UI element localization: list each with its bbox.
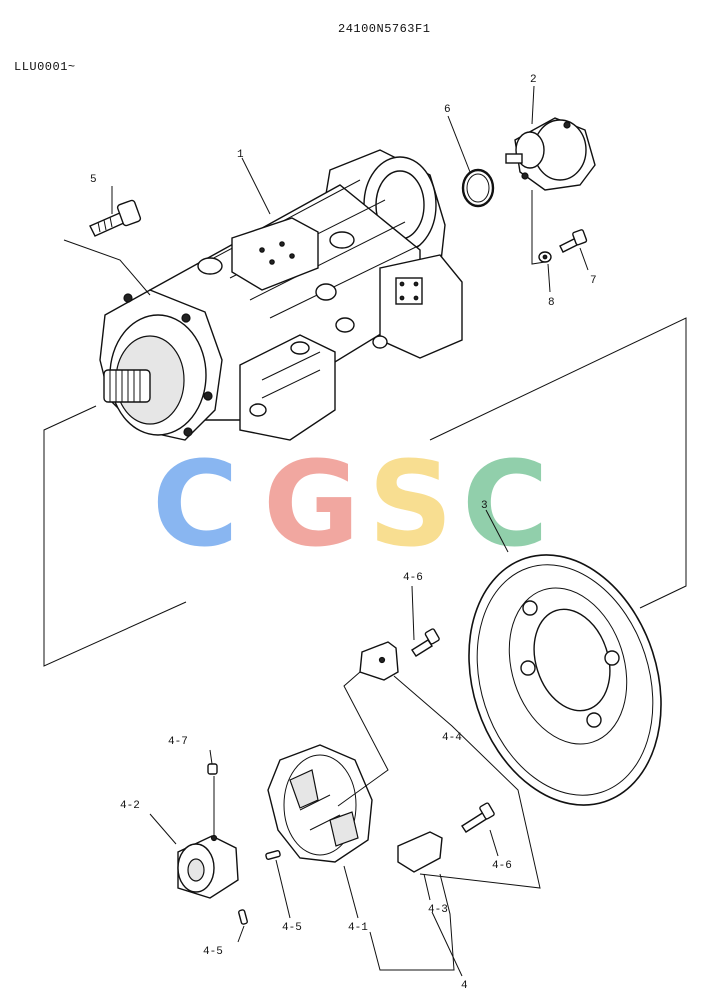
callout-2: 2 bbox=[530, 74, 537, 86]
callout-4-6-upper: 4-6 bbox=[403, 572, 423, 584]
group-bracket-right bbox=[429, 317, 687, 609]
leader-lines bbox=[63, 85, 589, 977]
watermark-letter-1: C bbox=[152, 435, 239, 573]
bolt-4-6-upper bbox=[411, 628, 440, 657]
pin-4-5-right bbox=[265, 850, 281, 860]
callout-4-4: 4-4 bbox=[442, 732, 462, 744]
coupling-hub bbox=[177, 834, 239, 899]
callout-4-6-lower: 4-6 bbox=[492, 860, 512, 872]
watermark-letter-2: G bbox=[263, 435, 360, 573]
callout-1: 1 bbox=[237, 149, 244, 161]
callout-7: 7 bbox=[590, 275, 597, 287]
bolt-5 bbox=[89, 199, 142, 237]
callout-4: 4 bbox=[461, 980, 468, 992]
callout-6: 6 bbox=[444, 104, 451, 116]
pin-4-5-left bbox=[238, 909, 248, 925]
callout-4-5-left: 4-5 bbox=[203, 946, 223, 958]
part-number: 24100N5763F1 bbox=[338, 22, 430, 36]
callout-4-3: 4-3 bbox=[428, 904, 448, 916]
callout-5: 5 bbox=[90, 174, 97, 186]
set-screw-4-7 bbox=[207, 763, 218, 775]
main-pump bbox=[99, 149, 463, 441]
watermark-letter-4: C bbox=[462, 435, 549, 573]
serial-range: LLU0001~ bbox=[14, 60, 76, 74]
callout-8: 8 bbox=[548, 297, 555, 309]
gear-pump bbox=[505, 117, 596, 191]
bolt-4-6-lower bbox=[461, 802, 495, 833]
watermark-letter-3: S bbox=[368, 435, 453, 573]
watermark: C G S C bbox=[152, 435, 549, 573]
callout-4-7: 4-7 bbox=[168, 736, 188, 748]
callout-4-1: 4-1 bbox=[348, 922, 368, 934]
callout-3: 3 bbox=[481, 500, 488, 512]
bolt-7 bbox=[559, 229, 588, 253]
callout-4-2: 4-2 bbox=[120, 800, 140, 812]
callout-4-5-right: 4-5 bbox=[282, 922, 302, 934]
coupling-body bbox=[267, 744, 373, 863]
coupling-element-4-4 bbox=[359, 641, 399, 681]
flange-plate bbox=[468, 554, 662, 806]
coupling-element-4-3 bbox=[397, 831, 443, 873]
o-ring bbox=[461, 168, 495, 208]
group-bracket bbox=[43, 405, 187, 667]
